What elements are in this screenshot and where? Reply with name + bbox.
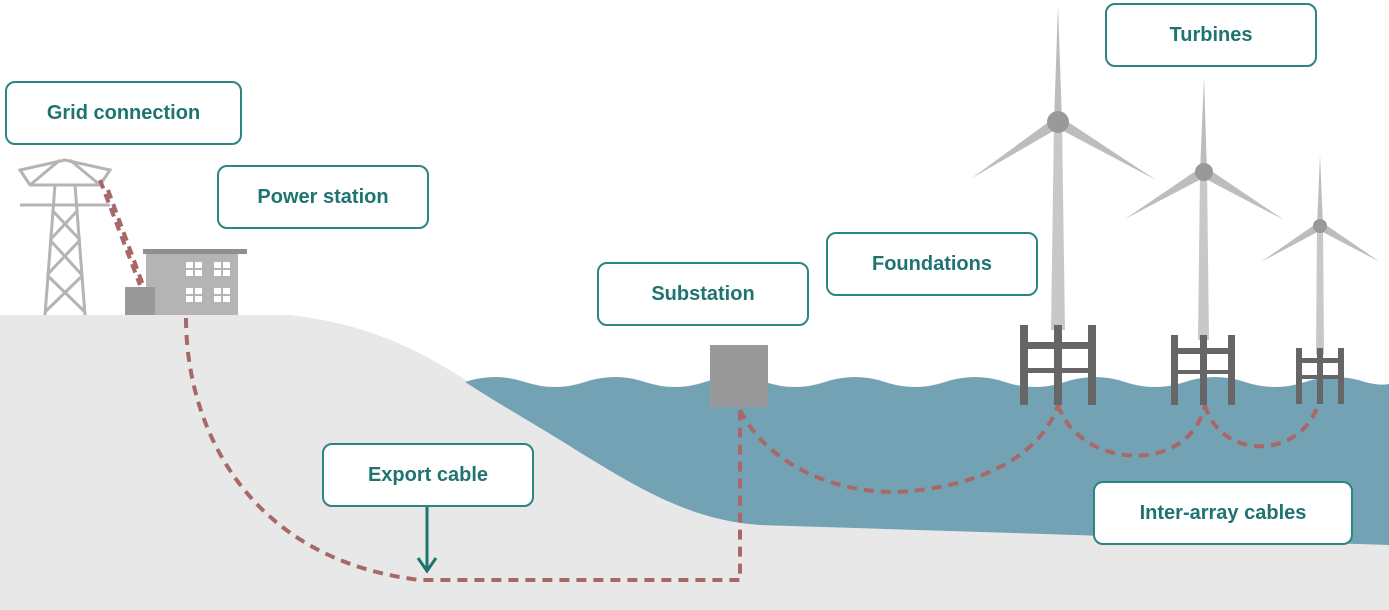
foundation-icon (1171, 335, 1235, 405)
inter-array-cables-label: Inter-array cables (1093, 481, 1353, 545)
export-cable (184, 317, 742, 582)
inter-array-cable (738, 404, 1060, 494)
substation-label: Substation (597, 262, 809, 326)
inter-array-cable (1056, 404, 1207, 458)
grid-connection-label: Grid connection (5, 81, 242, 145)
inter-array-cable (1203, 404, 1320, 449)
wind-turbine-icon (1261, 155, 1380, 355)
wind-turbine-icon (1125, 77, 1284, 340)
land (0, 315, 1389, 610)
grid-cable (98, 179, 142, 286)
wind-turbine-icon (972, 5, 1156, 330)
substation-icon (710, 345, 768, 407)
arrow-down-icon (416, 507, 438, 574)
export-cable-label: Export cable (322, 443, 534, 507)
foundation-icon (1296, 348, 1344, 404)
grid-cable (106, 189, 145, 286)
foundation-icon (1020, 325, 1096, 405)
power-station-label: Power station (217, 165, 429, 229)
pylon-icon (17, 158, 113, 316)
foundations-label: Foundations (826, 232, 1038, 296)
turbines-label: Turbines (1105, 3, 1317, 67)
power-station-building-icon (125, 249, 247, 315)
